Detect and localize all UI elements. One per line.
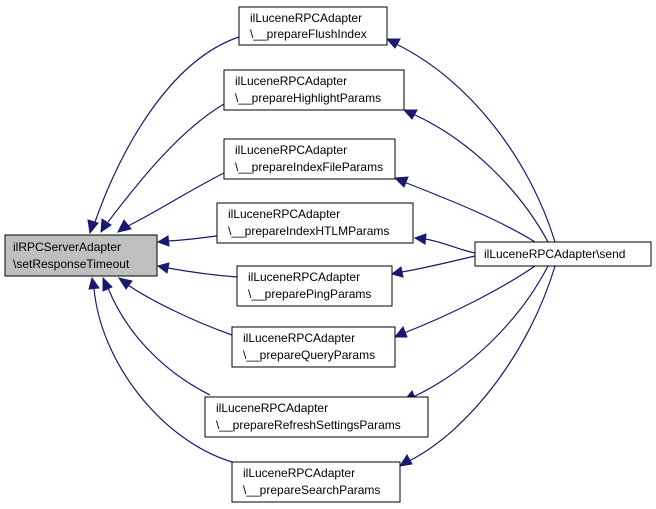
arrowhead [398, 454, 413, 467]
edge-flushindex-to-focus [94, 36, 240, 223]
node-line2: \__preparePingParams [248, 287, 371, 301]
arrowhead [156, 235, 170, 247]
edge-indexhtlm-to-focus [167, 235, 218, 242]
node-line1: ilLuceneRPCAdapter [248, 270, 360, 284]
node-preparesearchparams[interactable]: ilLuceneRPCAdapter \__prepareSearchParam… [231, 461, 401, 503]
node-setresponsetimeout-line1: ilRPCServerAdapter [13, 240, 121, 254]
edges-to-focus [87, 36, 240, 463]
node-line1: ilLuceneRPCAdapter [235, 143, 347, 157]
node-setresponsetimeout[interactable]: ilRPCServerAdapter \setResponseTimeout [4, 234, 158, 277]
edge-send-to-search [408, 265, 556, 462]
arrowhead [88, 276, 100, 290]
node-line2: \__prepareIndexHTLMParams [228, 224, 389, 238]
edge-send-to-query [403, 265, 536, 334]
edge-send-to-highlight [412, 113, 549, 243]
node-preparehighlightparams[interactable]: ilLuceneRPCAdapter \__prepareHighlightPa… [223, 69, 405, 111]
node-line2: \__prepareIndexFileParams [235, 160, 383, 174]
node-prepareindexhtlmparams[interactable]: ilLuceneRPCAdapter \__prepareIndexHTLMPa… [216, 202, 414, 244]
node-line2: \__prepareHighlightParams [235, 91, 381, 105]
node-line1: ilLuceneRPCAdapter [243, 466, 355, 480]
edge-refresh-to-focus [107, 287, 211, 396]
arrowhead [413, 233, 427, 245]
arrowhead [117, 219, 132, 233]
edge-send-to-indexhtlm [424, 238, 476, 254]
edge-send-to-ping [401, 255, 476, 273]
node-prepareflushindex[interactable]: ilLuceneRPCAdapter \__prepareFlushIndex [238, 6, 388, 46]
arrowhead [402, 109, 418, 120]
edge-send-to-flushindex [395, 43, 556, 243]
edge-search-to-focus [93, 287, 233, 463]
node-line2: \__prepareFlushIndex [250, 27, 367, 41]
node-send[interactable]: ilLuceneRPCAdapter\send [474, 241, 652, 267]
node-prepareindexfileparams[interactable]: ilLuceneRPCAdapter \__prepareIndexFilePa… [223, 138, 396, 180]
edge-send-to-refresh [412, 265, 549, 398]
edge-highlight-to-focus [107, 103, 225, 223]
node-preparepingparams[interactable]: ilLuceneRPCAdapter \__preparePingParams [236, 265, 393, 307]
arrowhead [156, 262, 170, 274]
arrowhead [87, 219, 99, 235]
node-line2: \__prepareQueryParams [243, 348, 375, 362]
node-line1: ilLuceneRPCAdapter [250, 11, 362, 25]
edges-from-send [385, 38, 556, 467]
node-line1: ilLuceneRPCAdapter [235, 74, 347, 88]
node-line1: ilLuceneRPCAdapter [228, 207, 340, 221]
node-line2: \__prepareSearchParams [243, 483, 380, 497]
edge-send-to-indexfile [403, 181, 536, 243]
node-line1: ilLuceneRPCAdapter [243, 331, 355, 345]
edge-indexfile-to-focus [127, 172, 225, 227]
node-line1: ilLuceneRPCAdapter [216, 401, 328, 415]
edge-query-to-focus [127, 284, 233, 336]
node-preparerefreshsettingsparams[interactable]: ilLuceneRPCAdapter \__prepareRefreshSett… [204, 396, 429, 438]
node-setresponsetimeout-line2: \setResponseTimeout [13, 257, 130, 271]
arrowhead [393, 176, 409, 188]
arrowhead [117, 277, 133, 290]
arrowhead [390, 266, 404, 278]
arrowhead [102, 276, 113, 292]
node-line2: \__prepareRefreshSettingsParams [216, 418, 401, 432]
edge-ping-to-focus [167, 267, 238, 278]
arrowhead [393, 326, 408, 338]
arrowhead [385, 38, 401, 49]
node-preparequeryparams[interactable]: ilLuceneRPCAdapter \__prepareQueryParams [231, 326, 396, 368]
arrowhead [100, 218, 112, 234]
node-send-label: ilLuceneRPCAdapter\send [484, 247, 625, 261]
